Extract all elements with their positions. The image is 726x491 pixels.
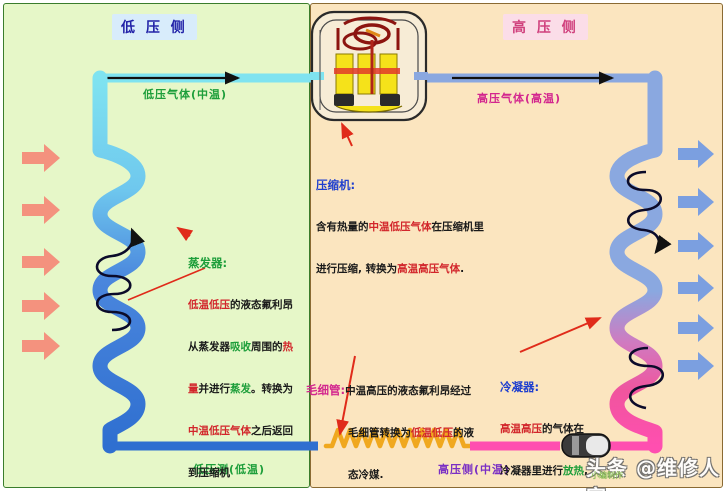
low-pressure-badge: 低 压 侧 <box>112 14 197 40</box>
note-evaporator-line2: 从蒸发器吸收周围的热 <box>188 341 293 353</box>
note-evaporator-heading: 蒸发器: <box>188 256 228 270</box>
compressor-illustration <box>310 10 428 122</box>
note-capillary-line3: 态冷媒. <box>348 469 384 481</box>
watermark-subtext: 小编制作 <box>591 471 623 480</box>
note-condenser-line1: 高温高压的气体在 <box>500 423 584 435</box>
note-condenser-heading: 冷凝器: <box>500 380 540 394</box>
note-capillary-line1: 毛细管:中温高压的液态氟利昂经过 <box>306 383 472 397</box>
watermark-text: 头条 @维修人家 <box>586 456 720 491</box>
note-evaporator: 蒸发器: 低温低压的液态氟利昂 从蒸发器吸收周围的热 量并进行蒸发。转换为 中温… <box>188 228 308 491</box>
note-capillary-line2: 毛细管转换为低温低压的液 <box>348 427 474 439</box>
note-compressor-heading: 压缩机: <box>316 178 356 192</box>
label-high-pressure-gas: 高压气体(高温) <box>477 92 562 105</box>
note-condenser: 冷凝器: 高温高压的气体在 冷凝器里进行放热, 转换为中温高压的 液体. <box>500 352 610 491</box>
note-evaporator-line4: 中温低压气体之后返回 <box>188 425 293 437</box>
note-compressor-line1: 含有热量的中温低压气体在压缩机里 <box>316 221 484 233</box>
note-condenser-line2: 冷凝器里进行放热, <box>500 465 588 477</box>
note-compressor: 压缩机: 含有热量的中温低压气体在压缩机里 进行压缩, 转换为高温高压气体. <box>316 150 516 304</box>
low-pressure-panel <box>3 3 310 488</box>
label-low-pressure-side-bottom: 低压测(低温) <box>193 463 266 476</box>
label-high-pressure-side-bottom: 高压侧(中温) <box>438 463 511 476</box>
note-evaporator-line3: 量并进行蒸发。转换为 <box>188 383 293 395</box>
note-compressor-line2: 进行压缩, 转换为高温高压气体. <box>316 263 465 275</box>
label-low-pressure-gas: 低压气体(中温) <box>143 88 228 101</box>
high-pressure-badge: 高 压 侧 <box>503 14 588 40</box>
note-evaporator-line5: 到压缩机 <box>188 467 230 479</box>
note-evaporator-line1: 低温低压的液态氟利昂 <box>188 299 293 311</box>
note-capillary: 毛细管:中温高压的液态氟利昂经过 毛细管转换为低温低压的液 态冷媒. <box>306 355 506 491</box>
